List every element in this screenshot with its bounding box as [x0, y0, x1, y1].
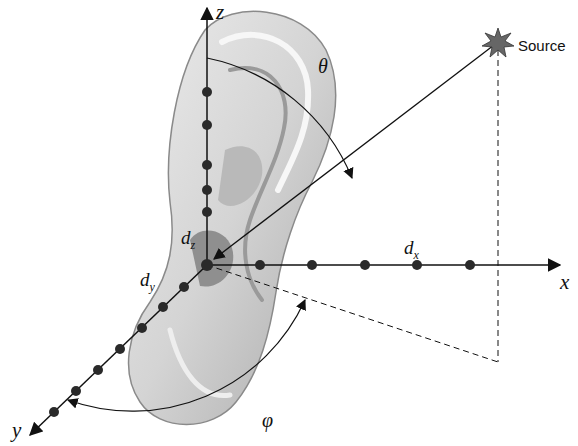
- source-label: Source: [518, 38, 566, 53]
- angle-label: φ: [262, 410, 273, 430]
- spacing-label: dz: [181, 228, 195, 251]
- spacing-label: dx: [404, 238, 419, 261]
- angle-label: θ: [318, 56, 328, 76]
- spacing-label: dy: [140, 270, 155, 293]
- axis-label: y: [12, 420, 21, 441]
- axis-label: z: [216, 2, 224, 23]
- axis-label: x: [560, 272, 569, 293]
